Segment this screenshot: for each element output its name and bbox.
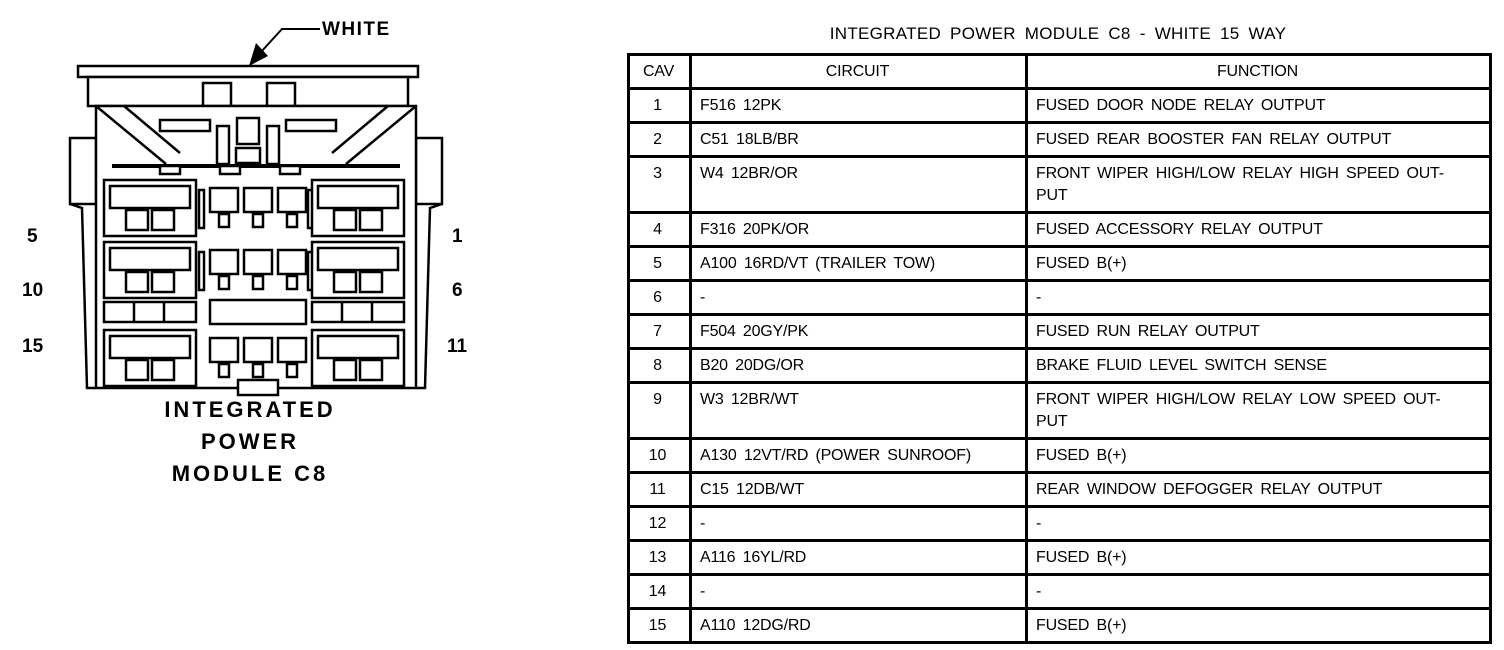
cav-cell: 10 (627, 437, 692, 474)
circuit-cell: C15 12DB/WT (689, 471, 1028, 508)
circuit-cell: - (689, 573, 1028, 610)
cav-cell: 5 (627, 245, 692, 282)
pin-label-11: 11 (447, 336, 468, 357)
circuit-cell: A110 12DG/RD (689, 607, 1028, 644)
function-cell: REAR WINDOW DEFOGGER RELAY OUTPUT (1025, 471, 1492, 508)
function-cell: FRONT WIPER HIGH/LOW RELAY LOW SPEED OUT… (1025, 381, 1492, 440)
table-row: 12-- (627, 505, 1492, 542)
circuit-cell: - (689, 279, 1028, 316)
column-header-function: FUNCTION (1025, 53, 1492, 90)
cav-cell: 3 (627, 155, 692, 214)
circuit-cell: F316 20PK/OR (689, 211, 1028, 248)
function-cell: FUSED ACCESSORY RELAY OUTPUT (1025, 211, 1492, 248)
cav-cell: 1 (627, 87, 692, 124)
function-cell: FUSED DOOR NODE RELAY OUTPUT (1025, 87, 1492, 124)
function-cell: - (1025, 279, 1492, 316)
pin-label-6: 6 (452, 280, 463, 301)
function-cell: FUSED B(+) (1025, 437, 1492, 474)
caption-line-1: INTEGRATED (164, 397, 336, 422)
pinout-section: INTEGRATED POWER MODULE C8 - WHITE 15 WA… (627, 24, 1492, 644)
circuit-cell: A130 12VT/RD (POWER SUNROOF) (689, 437, 1028, 474)
function-cell: FUSED B(+) (1025, 607, 1492, 644)
table-title: INTEGRATED POWER MODULE C8 - WHITE 15 WA… (829, 24, 1287, 43)
function-cell: FUSED REAR BOOSTER FAN RELAY OUTPUT (1025, 121, 1492, 158)
cav-cell: 7 (627, 313, 692, 350)
cav-cell: 6 (627, 279, 692, 316)
cav-cell: 11 (627, 471, 692, 508)
function-cell: - (1025, 573, 1492, 610)
cav-cell: 2 (627, 121, 692, 158)
caption-line-3: MODULE C8 (171, 461, 329, 486)
cav-cell: 15 (627, 607, 692, 644)
circuit-cell: A100 16RD/VT (TRAILER TOW) (689, 245, 1028, 282)
figure-caption: INTEGRATED POWER MODULE C8 (105, 394, 395, 490)
connector-diagram (68, 64, 444, 397)
table-header-row: CAV CIRCUIT FUNCTION (627, 53, 1492, 90)
connector-figure: WHITE (0, 0, 540, 520)
cav-cell: 4 (627, 211, 692, 248)
connector-color-label: WHITE (322, 19, 391, 40)
pin-label-10: 10 (22, 280, 44, 301)
function-cell: FUSED B(+) (1025, 245, 1492, 282)
circuit-cell: B20 20DG/OR (689, 347, 1028, 384)
connector-body (68, 64, 444, 397)
column-header-circuit: CIRCUIT (689, 53, 1028, 90)
function-cell: FUSED RUN RELAY OUTPUT (1025, 313, 1492, 350)
pin-label-5: 5 (27, 226, 38, 247)
pin-label-15: 15 (22, 336, 44, 357)
cav-cell: 14 (627, 573, 692, 610)
cav-cell: 9 (627, 381, 692, 440)
circuit-cell: W4 12BR/OR (689, 155, 1028, 214)
cav-cell: 13 (627, 539, 692, 576)
function-cell: BRAKE FLUID LEVEL SWITCH SENSE (1025, 347, 1492, 384)
cav-cell: 12 (627, 505, 692, 542)
pin-label-1: 1 (452, 226, 463, 247)
circuit-cell: F516 12PK (689, 87, 1028, 124)
circuit-cell: W3 12BR/WT (689, 381, 1028, 440)
caption-line-2: POWER (200, 429, 300, 454)
circuit-cell: C51 18LB/BR (689, 121, 1028, 158)
function-cell: - (1025, 505, 1492, 542)
table-row: 14-- (627, 573, 1492, 610)
table-row: 6-- (627, 279, 1492, 316)
cav-cell: 8 (627, 347, 692, 384)
circuit-cell: - (689, 505, 1028, 542)
circuit-cell: F504 20GY/PK (689, 313, 1028, 350)
function-cell: FRONT WIPER HIGH/LOW RELAY HIGH SPEED OU… (1025, 155, 1492, 214)
circuit-cell: A116 16YL/RD (689, 539, 1028, 576)
column-header-cav: CAV (627, 53, 692, 90)
function-cell: FUSED B(+) (1025, 539, 1492, 576)
